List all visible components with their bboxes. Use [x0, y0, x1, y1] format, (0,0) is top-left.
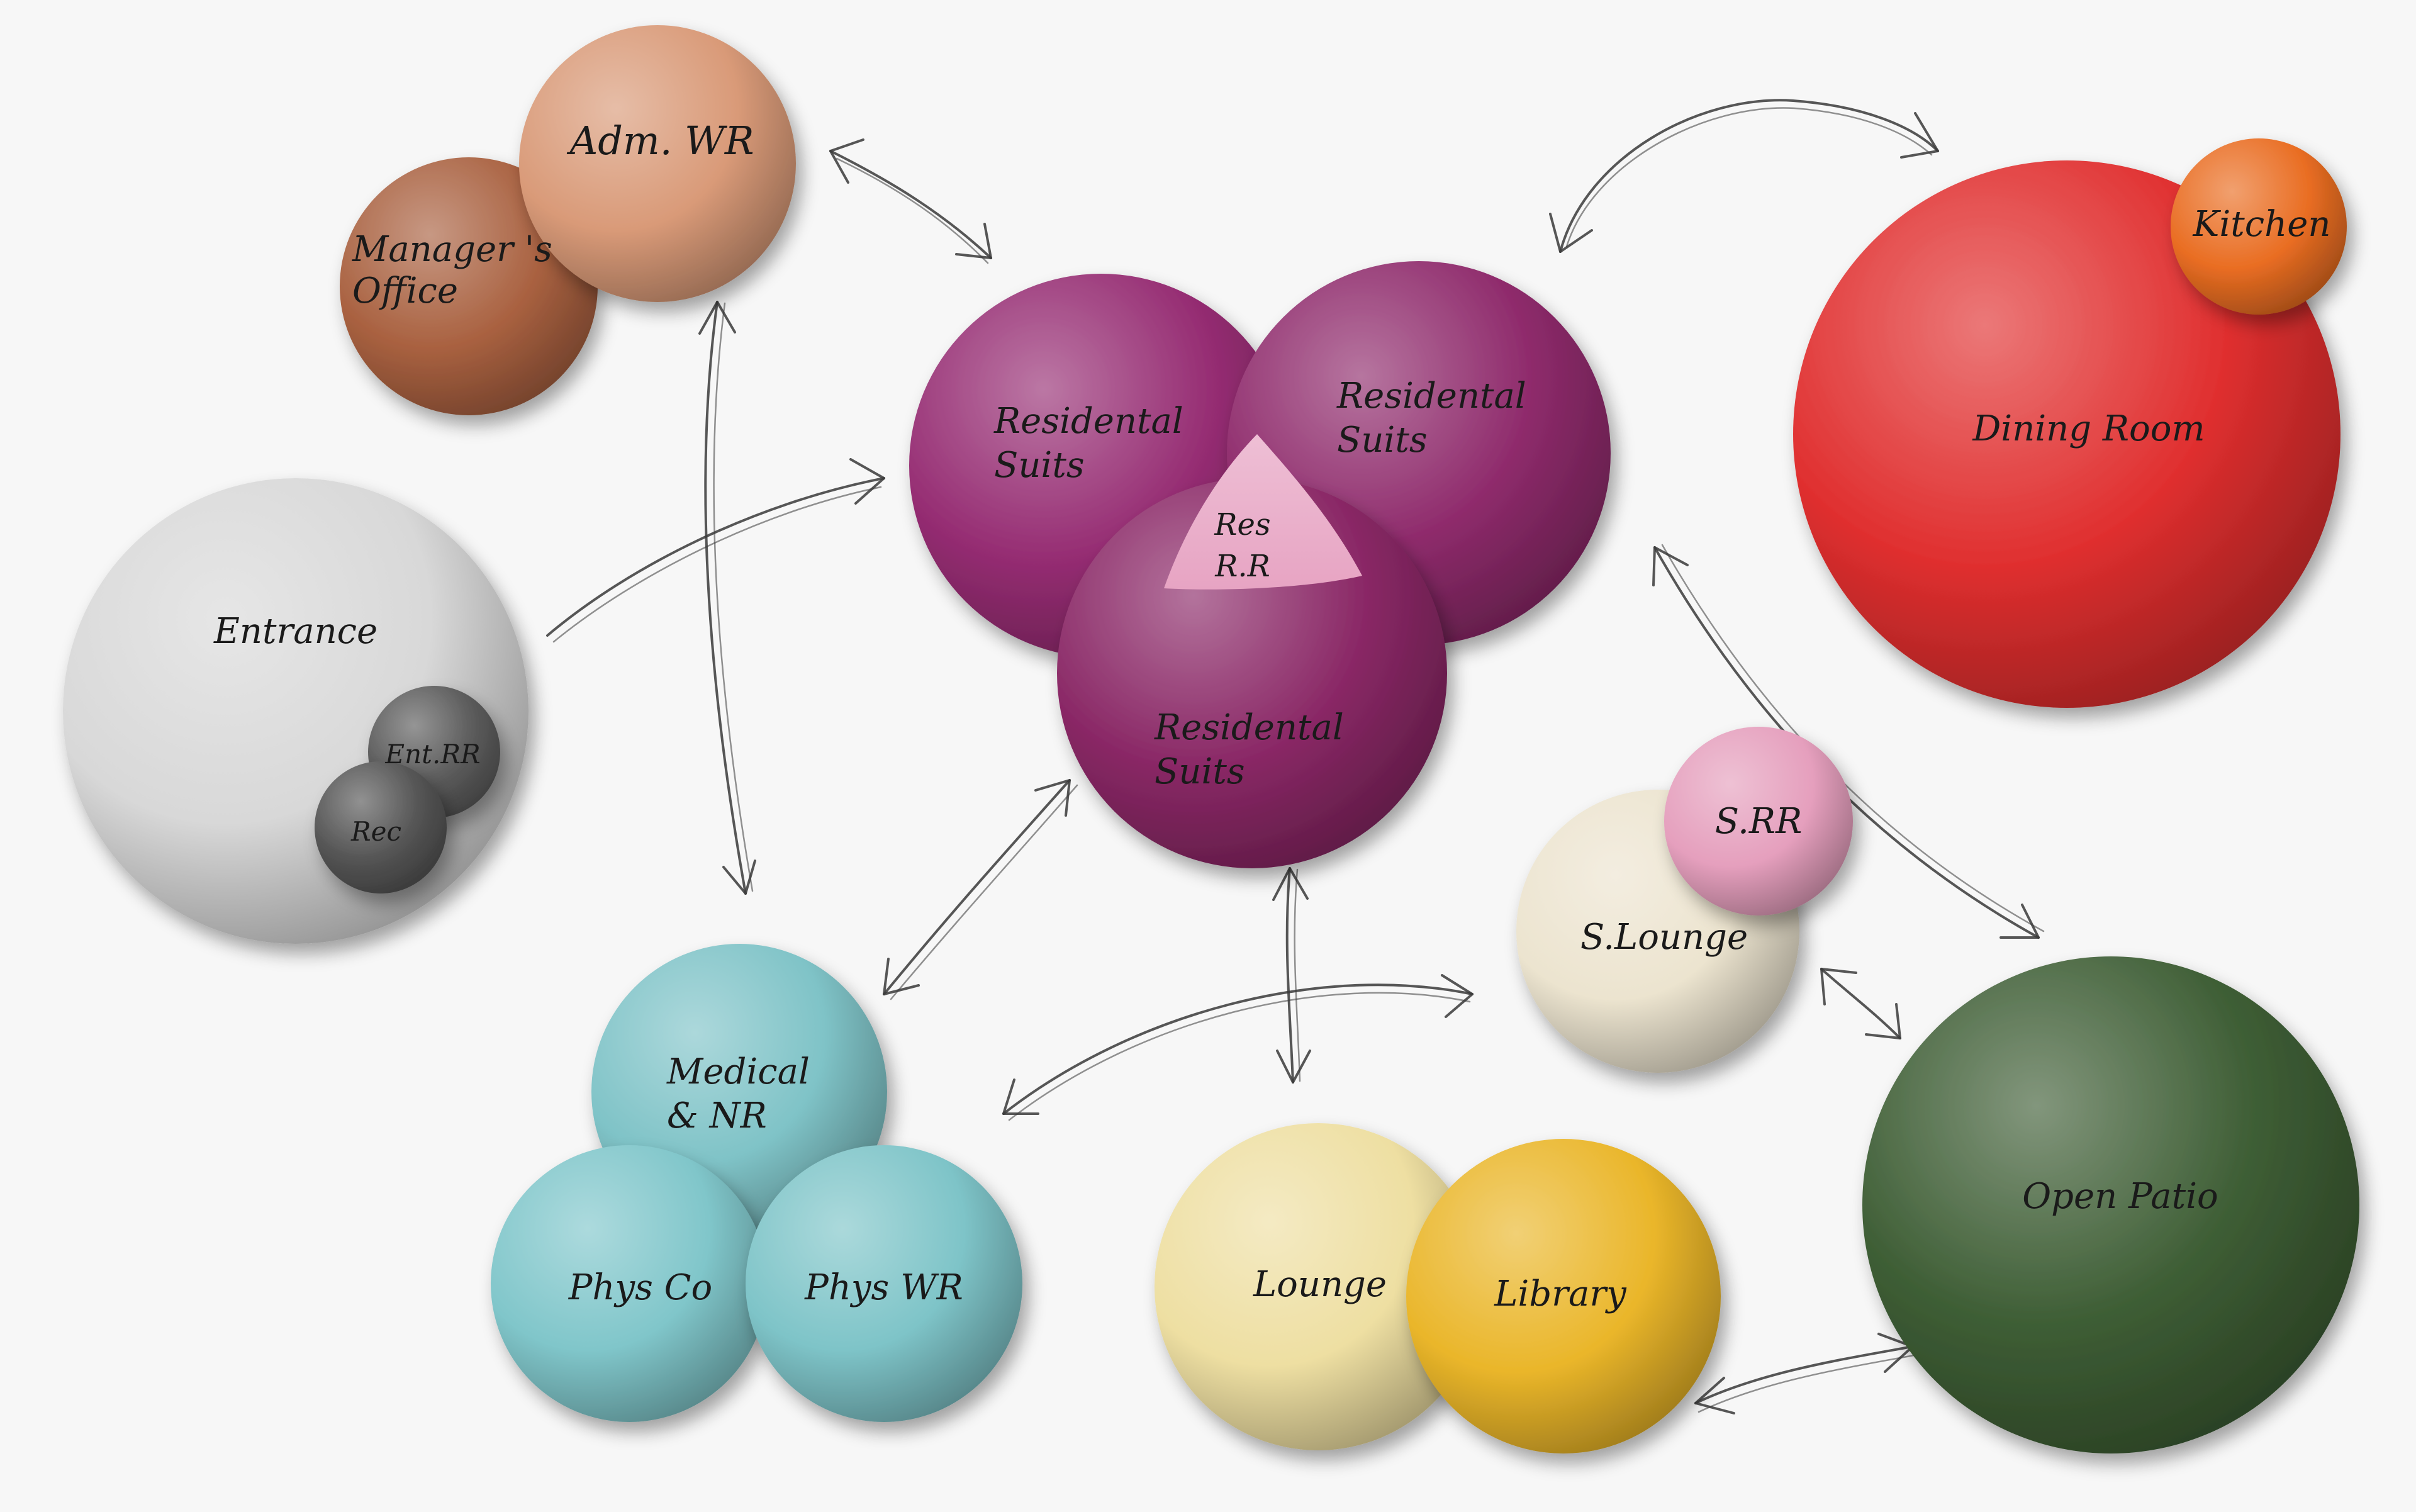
- bubble-dining-room: [1793, 160, 2340, 708]
- label-line: S.Lounge: [1580, 917, 1748, 958]
- label-line: Lounge: [1253, 1264, 1387, 1305]
- label-line: Residental: [1336, 376, 1526, 417]
- label-medical-nr: Medical& NR: [666, 1051, 810, 1136]
- bubbles-layer: [63, 25, 2359, 1453]
- arrow-entrance-residential: [546, 458, 885, 643]
- label-entrance: Entrance: [213, 611, 378, 652]
- bubble-phys-co: [491, 1145, 768, 1422]
- bubble-s-rr: [1664, 727, 1853, 916]
- label-s-lounge: S.Lounge: [1580, 917, 1748, 958]
- arrow-residential-lounge: [1272, 867, 1311, 1084]
- bubble-rec: [315, 761, 447, 893]
- label-rec: Rec: [350, 816, 401, 847]
- arrow-library-openpatio: [1694, 1333, 1915, 1414]
- label-line: Open Patio: [2022, 1176, 2218, 1217]
- bubble-adm-wr: [519, 25, 796, 302]
- label-phys-co: Phys Co: [568, 1267, 712, 1308]
- label-line: Adm. WR: [566, 118, 754, 164]
- label-lounge: Lounge: [1253, 1264, 1387, 1305]
- label-line: Office: [352, 271, 458, 311]
- label-line: Dining Room: [1972, 408, 2205, 449]
- label-line: Res: [1214, 507, 1270, 542]
- label-kitchen: Kitchen: [2193, 204, 2331, 245]
- arrow-residential-dining: [1549, 99, 1939, 253]
- label-line: Suits: [994, 445, 1085, 486]
- label-line: R.R: [1214, 549, 1270, 584]
- bubble-res-rr: [1164, 434, 1362, 590]
- label-dining-room: Dining Room: [1972, 408, 2205, 449]
- arrow-medical-slounge: [1002, 974, 1474, 1121]
- arrow-slounge-openpatio: [1820, 968, 1901, 1039]
- connection-arrows: [546, 99, 2045, 1414]
- label-line: & NR: [667, 1095, 767, 1136]
- label-line: Suits: [1155, 751, 1245, 792]
- label-line: S.RR: [1715, 801, 1803, 842]
- label-line: Medical: [666, 1051, 810, 1092]
- label-line: Ent.RR: [384, 739, 480, 770]
- label-line: Kitchen: [2193, 204, 2331, 245]
- arrow-admwr-residential: [829, 138, 992, 264]
- label-line: Phys WR: [804, 1267, 963, 1308]
- label-line: Rec: [350, 816, 401, 847]
- label-phys-wr: Phys WR: [804, 1267, 963, 1308]
- label-line: Suits: [1337, 420, 1428, 461]
- label-line: Residental: [993, 401, 1183, 442]
- bubble-phys-wr: [746, 1145, 1022, 1422]
- label-line: Residental: [1154, 707, 1344, 748]
- bubble-kitchen: [2171, 138, 2347, 315]
- label-s-rr: S.RR: [1715, 801, 1803, 842]
- bubble-lounge: [1155, 1123, 1482, 1450]
- label-open-patio: Open Patio: [2022, 1176, 2218, 1217]
- bubble-library: [1406, 1139, 1721, 1453]
- arrow-residential-medical: [883, 779, 1078, 1000]
- label-ent-rr: Ent.RR: [384, 739, 480, 770]
- label-line: Library: [1494, 1274, 1627, 1314]
- bubble-open-patio: [1862, 956, 2359, 1453]
- label-adm-wr: Adm. WR: [566, 118, 754, 164]
- arrow-admwr-medical: [698, 301, 756, 895]
- label-library: Library: [1494, 1274, 1627, 1314]
- label-line: Entrance: [213, 611, 378, 652]
- label-line: Phys Co: [568, 1267, 712, 1308]
- label-line: Manager 's: [352, 229, 552, 270]
